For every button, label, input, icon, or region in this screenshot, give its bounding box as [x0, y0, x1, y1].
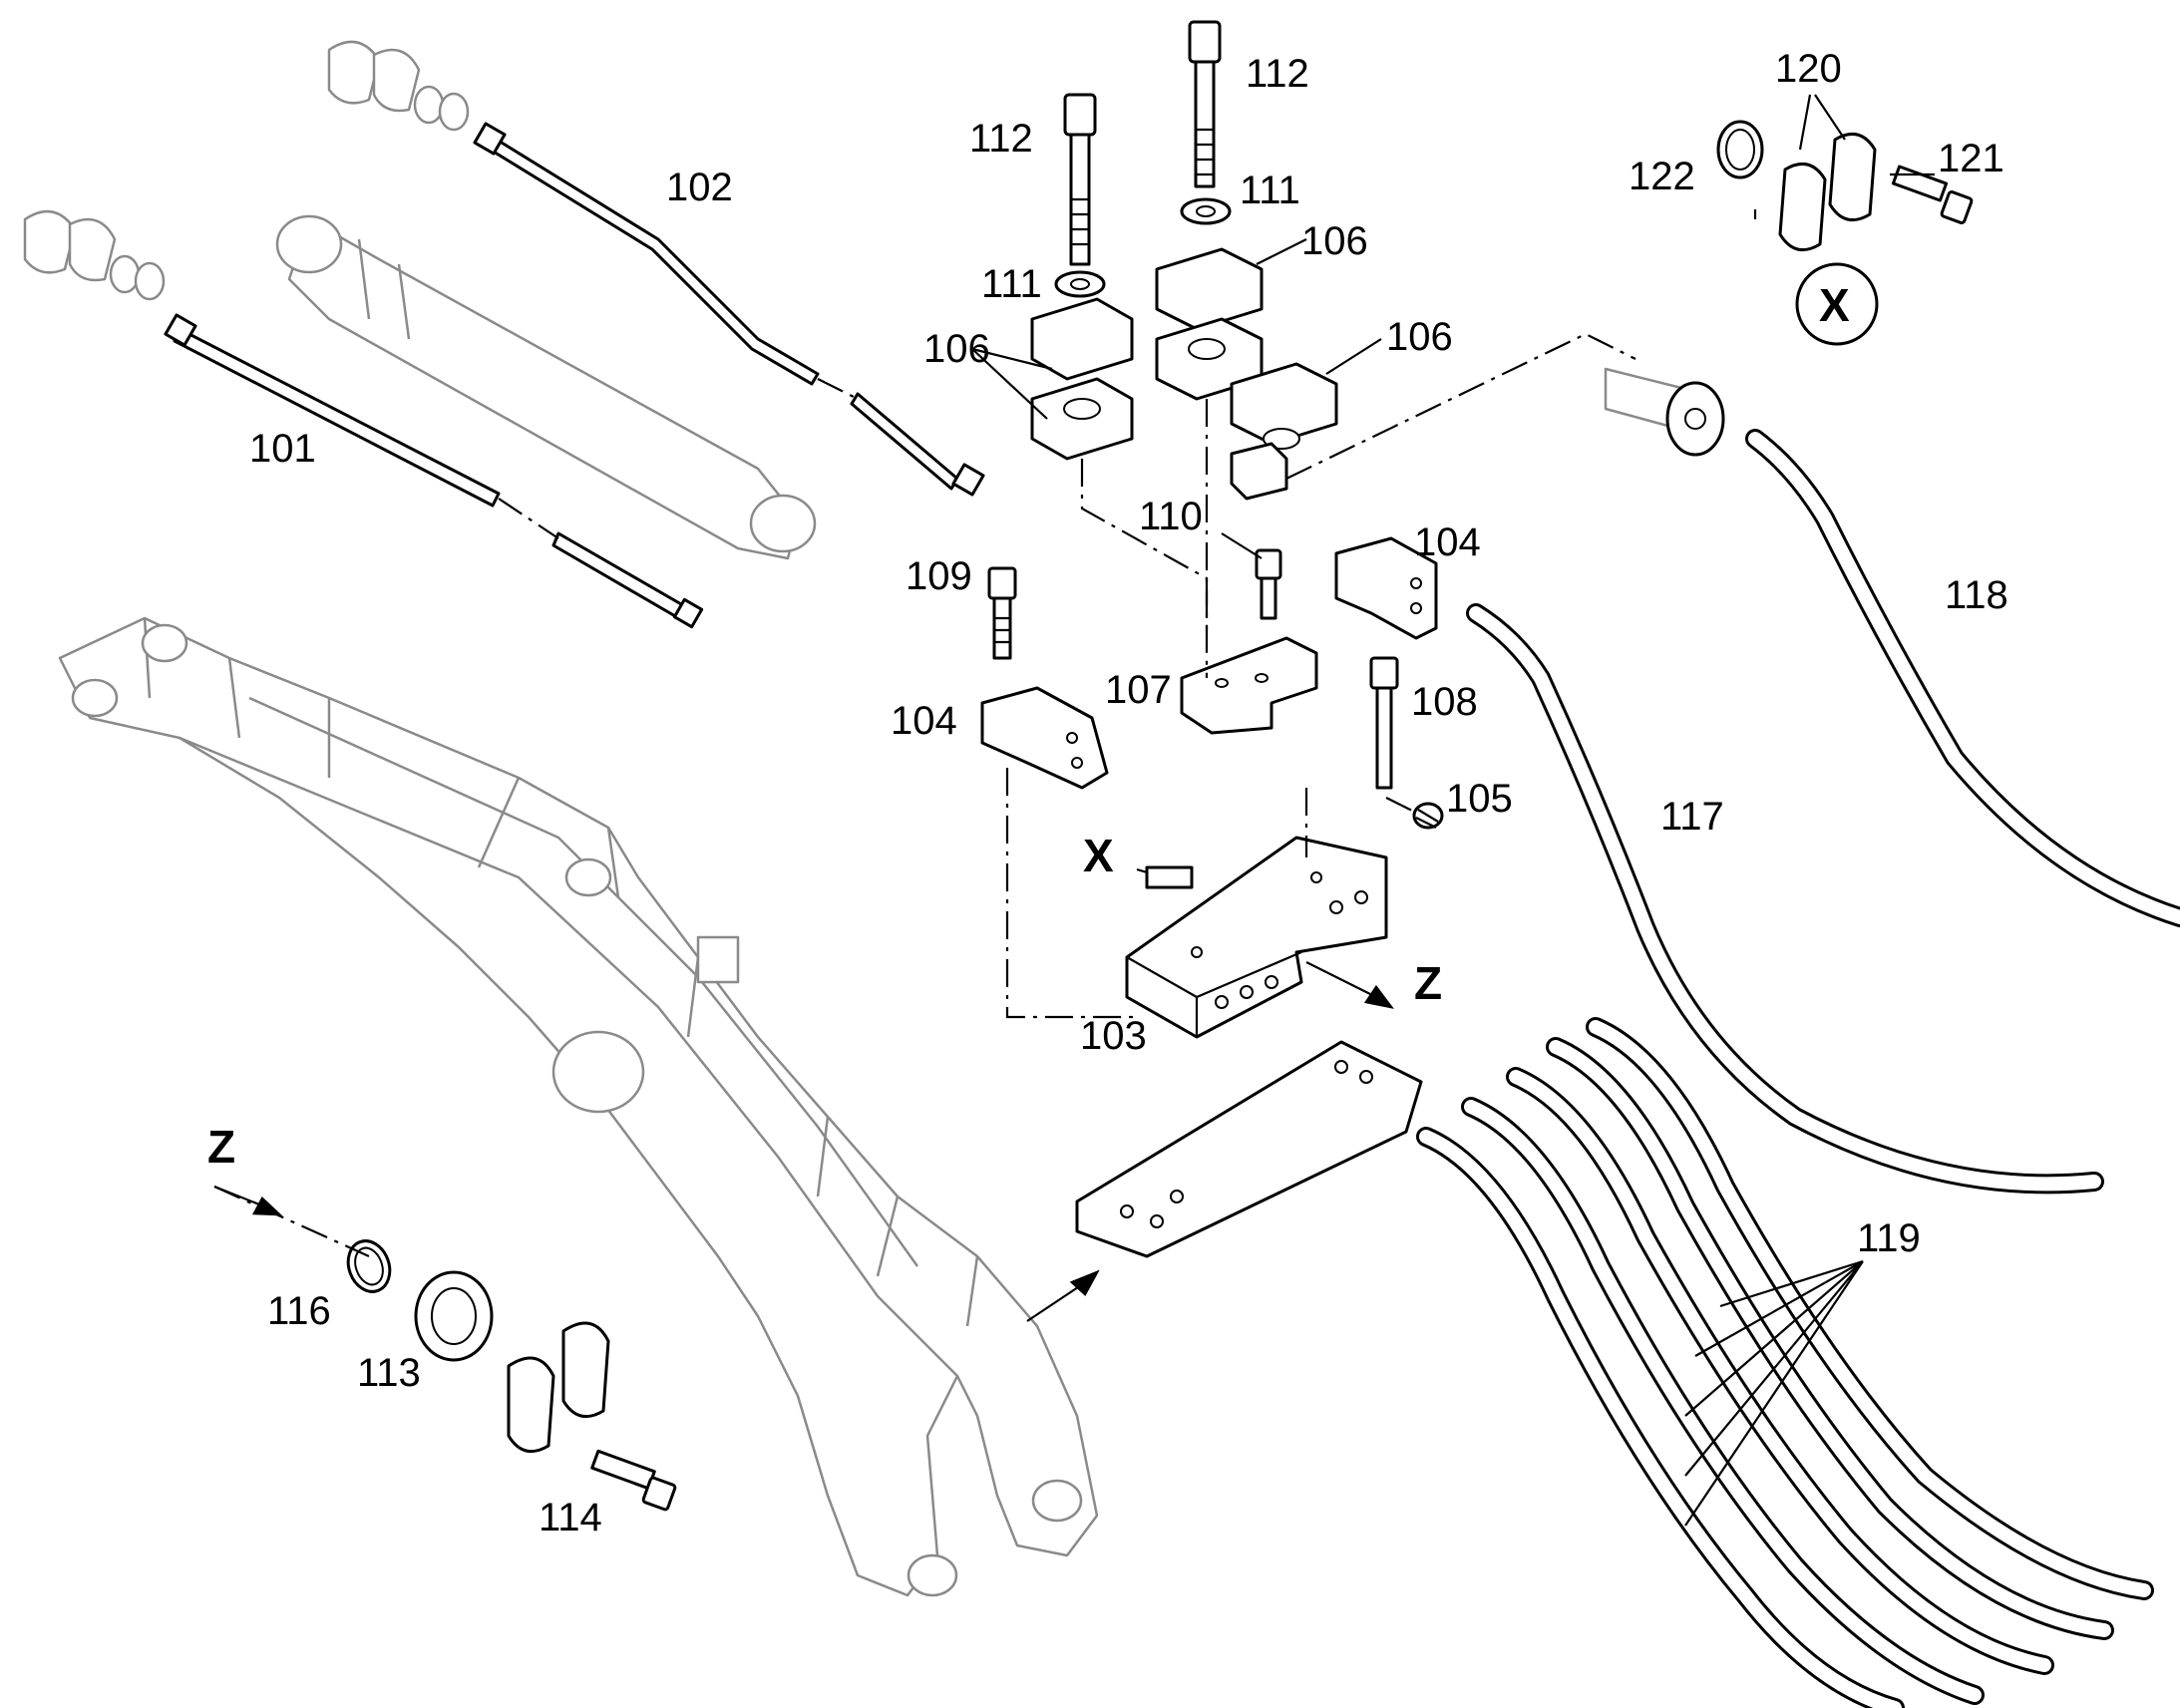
x-arrow-label: X: [1083, 830, 1114, 881]
label-105: 105: [1446, 777, 1513, 821]
label-104-bottom: 104: [891, 699, 957, 743]
clamp-106-left: [1030, 297, 1134, 461]
tube-101: [164, 313, 704, 629]
clamp-106-middle: [1155, 247, 1264, 401]
arrow-z-block: [1305, 961, 1394, 1009]
label-107: 107: [1105, 668, 1172, 712]
bolt-112-left: [1063, 93, 1097, 266]
bolt-112-right: [1188, 20, 1222, 188]
label-101: 101: [249, 427, 316, 471]
label-121: 121: [1938, 137, 2004, 180]
flange-set-top-left: [23, 40, 470, 301]
label-117: 117: [1660, 795, 1724, 839]
holder-104-top: [1334, 536, 1438, 640]
label-111-right: 111: [1240, 169, 1300, 212]
ring-113: [414, 1270, 494, 1362]
plate-107: [1180, 636, 1318, 735]
bolt-114: [590, 1449, 677, 1512]
label-122: 122: [1629, 155, 1695, 198]
hose-118: [1745, 429, 2180, 927]
arrow-x: [1136, 865, 1194, 889]
detail-x-label: X: [1819, 279, 1850, 331]
oring-116: [346, 1239, 392, 1293]
leader-lines: [971, 94, 1935, 1527]
label-106-left: 106: [923, 327, 990, 371]
label-112-left: 112: [969, 117, 1033, 161]
label-114: 114: [539, 1496, 602, 1539]
washer-111-left: [1054, 270, 1106, 298]
label-108: 108: [1411, 680, 1478, 724]
label-103: 103: [1080, 1014, 1147, 1058]
plug-105: [1412, 802, 1444, 830]
washer-111-right: [1180, 197, 1232, 225]
hose-117: [1466, 603, 2104, 1195]
label-110: 110: [1139, 495, 1203, 538]
detail-x-flange: [1716, 120, 1974, 346]
label-120: 120: [1775, 47, 1842, 91]
valve-block-103: [1125, 836, 1388, 1039]
clamp-106-right: [1230, 362, 1338, 501]
arrow-z-left: [213, 1185, 283, 1216]
flange-fitting-top-right: [1604, 367, 1725, 457]
view-markers: X X Z Z: [207, 279, 1850, 1173]
tube-102: [473, 122, 985, 497]
arrow-plate: [1026, 1269, 1100, 1322]
z-arrow-left-label: Z: [207, 1121, 235, 1173]
label-116: 116: [267, 1289, 331, 1333]
label-106-right: 106: [1386, 315, 1453, 359]
hose-bundle-119: [1416, 1017, 2154, 1708]
z-arrow-block-label: Z: [1414, 957, 1442, 1009]
label-102: 102: [666, 166, 733, 209]
callout-labels: 101 102 103 104 104 105 106 106 106 107 …: [249, 47, 2008, 1539]
label-113: 113: [357, 1351, 421, 1395]
label-111-left: 111: [981, 262, 1042, 306]
bolt-110: [1255, 548, 1282, 620]
flange-halves-left: [507, 1321, 610, 1454]
label-112-right: 112: [1246, 52, 1309, 96]
label-118: 118: [1945, 573, 2008, 617]
bolt-108: [1369, 656, 1399, 790]
holder-104-bottom: [980, 686, 1109, 790]
boom-structure: [58, 616, 1099, 1597]
label-104-top: 104: [1414, 520, 1481, 564]
boom-cylinder: [275, 214, 817, 560]
mounting-plate: [1075, 1040, 1423, 1258]
label-106-middle: 106: [1301, 219, 1368, 263]
bolt-109: [987, 566, 1017, 660]
label-109: 109: [906, 554, 972, 598]
label-119: 119: [1857, 1216, 1921, 1260]
